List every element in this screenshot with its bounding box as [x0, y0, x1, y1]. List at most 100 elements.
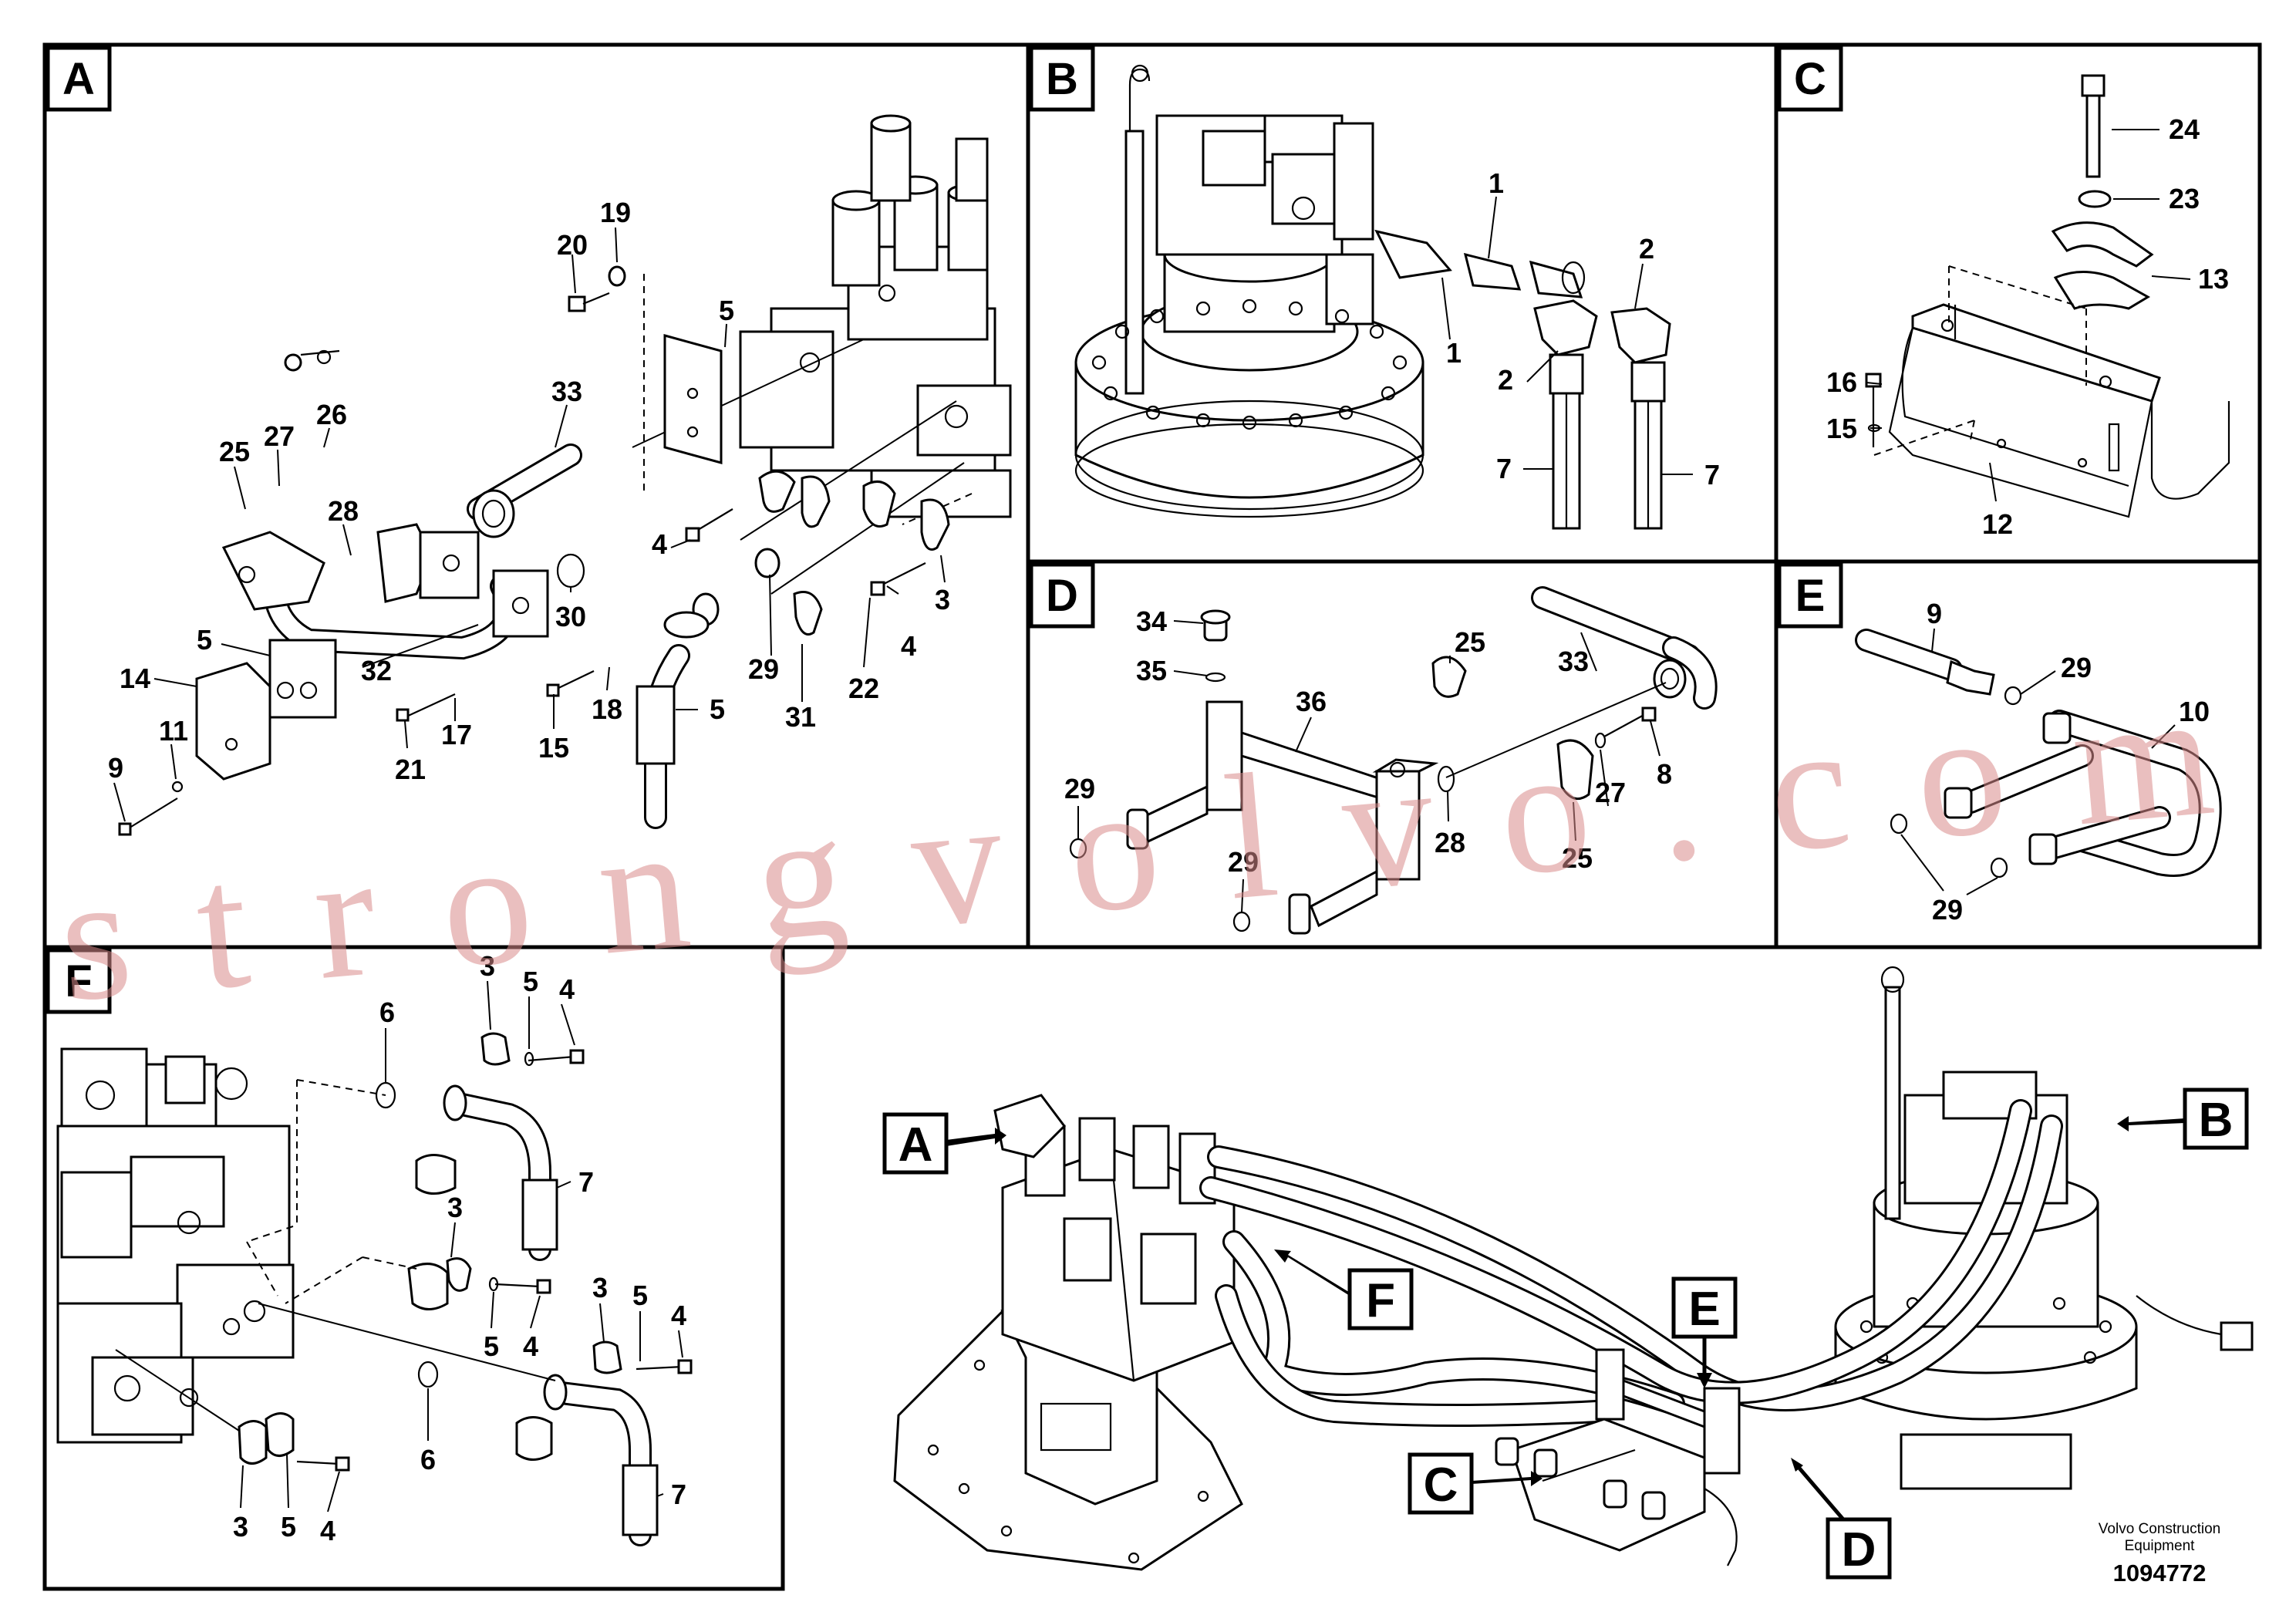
callout: 33	[1558, 646, 1589, 677]
callout: 20	[557, 229, 588, 261]
callout: 3	[935, 584, 950, 615]
panel-c-letter: C	[1794, 54, 1826, 104]
overview-label-c: C	[1424, 1458, 1458, 1512]
callout: 28	[1435, 827, 1465, 858]
panel-a-leaders	[113, 227, 946, 822]
callout: 19	[600, 197, 631, 228]
watermark-text: strongvolvo.com	[52, 654, 2220, 1040]
panel-c: C	[1777, 46, 2230, 540]
overview-label-a-box	[882, 1112, 949, 1175]
callout: 5	[197, 624, 212, 656]
callout: 33	[551, 376, 582, 407]
callout: 24	[2169, 113, 2200, 145]
panel-a-callouts: 19 20 5 33 26 25 27 28 4 3 30 32 29 31 5…	[108, 197, 950, 785]
callout: 16	[1826, 366, 1857, 398]
overview-label-a: A	[899, 1118, 933, 1172]
callout: 9	[1927, 598, 1942, 629]
callout: 5	[281, 1511, 296, 1543]
footer: Volvo Construction Equipment 1094772	[2099, 1521, 2220, 1587]
panel-a-letter: A	[62, 54, 95, 104]
callout: 29	[1932, 894, 1963, 926]
callout: 15	[538, 732, 569, 764]
overview-labels: A B F E C D	[899, 1094, 2234, 1576]
callout: 3	[233, 1511, 248, 1543]
overview-label-b: B	[2199, 1094, 2234, 1147]
overview-valve-drawing	[993, 1094, 1236, 1506]
callout: 21	[395, 754, 426, 785]
tube-f-drawing	[115, 1032, 693, 1546]
callout: 5	[632, 1280, 648, 1311]
callout: 29	[748, 653, 779, 685]
callout: 23	[2169, 183, 2200, 214]
callout: 29	[1064, 773, 1095, 804]
callout: 14	[120, 663, 150, 694]
callout: 7	[671, 1479, 686, 1510]
callout: 36	[1296, 686, 1327, 717]
panel-a-tag	[46, 46, 112, 112]
callout: 1	[1489, 167, 1504, 199]
panel-f-frame	[42, 945, 785, 1591]
callout: 10	[2179, 696, 2210, 727]
callout: 4	[320, 1515, 335, 1546]
bracket-drawing	[1865, 74, 2230, 518]
callout: 4	[652, 528, 667, 560]
control-valve-drawing	[739, 114, 1012, 518]
callout: 8	[1657, 758, 1672, 790]
panel-e: E 9 29 10	[1777, 562, 2222, 926]
callout: 4	[901, 630, 916, 662]
callout: 12	[1982, 508, 2013, 540]
callout: 3	[447, 1192, 463, 1223]
footer-brand-line2: Equipment	[2125, 1538, 2196, 1554]
callout: 7	[578, 1166, 594, 1198]
callout: 29	[1228, 846, 1259, 878]
overview-manifold-drawing	[1495, 1348, 1741, 1566]
callout: 27	[1595, 777, 1626, 808]
callout: 9	[108, 752, 123, 784]
callout: 4	[671, 1300, 686, 1331]
callout: 6	[420, 1444, 436, 1475]
overview-label-d: D	[1842, 1523, 1876, 1576]
panel-f-callouts: 3 5 4 6 7 3 3 5 4 5 4 6 7 3 5 4	[233, 950, 686, 1546]
swing-motor-drawing	[1074, 64, 1424, 518]
callout: 32	[361, 655, 392, 686]
panel-d: D	[1029, 562, 1718, 935]
panel-d-letter: D	[1046, 571, 1078, 621]
panel-b-tag	[1029, 46, 1095, 112]
panel-e-tag	[1777, 562, 1843, 629]
panel-c-tag	[1777, 46, 1843, 112]
callout: 27	[264, 420, 295, 452]
panel-f-leaders	[240, 980, 683, 1512]
overview-label-f: F	[1366, 1274, 1395, 1327]
overview-motor-drawing	[1834, 966, 2254, 1490]
callout: 26	[316, 399, 347, 430]
callout: 15	[1826, 413, 1857, 444]
callout: 4	[523, 1330, 538, 1362]
callout: 28	[328, 495, 359, 527]
panel-f-tag	[46, 948, 112, 1014]
overview-label-e: E	[1688, 1283, 1720, 1336]
callout: 25	[219, 436, 250, 467]
panel-b-callouts: 1 2 1 2 7 7	[1446, 167, 1720, 491]
panel-d-leaders	[1077, 620, 1660, 913]
callout: 34	[1136, 605, 1167, 637]
overview-label-e-box	[1671, 1276, 1738, 1339]
callout: 35	[1136, 655, 1167, 686]
panel-d-callouts: 34 35 36 25 33 29 8 27 28 29 25	[1064, 605, 1672, 878]
overview-label-f-box	[1347, 1268, 1414, 1330]
callout: 25	[1562, 842, 1593, 874]
overview-label-c-box	[1408, 1452, 1474, 1515]
callout: 30	[555, 601, 586, 632]
panel-d-tag	[1029, 562, 1095, 629]
callout: 7	[1704, 459, 1720, 491]
overview-pointers	[882, 1088, 2249, 1580]
panel-e-callouts: 9 29 10 29	[1927, 598, 2210, 926]
panel-f: F	[46, 948, 693, 1546]
callout: 22	[848, 673, 879, 704]
control-valve-f-drawing	[56, 1047, 295, 1444]
callout: 2	[1639, 233, 1654, 265]
overview: A B F E C D Volvo Construction Equipment…	[882, 966, 2254, 1587]
panel-a: A	[46, 46, 1012, 836]
overview-label-d-box	[1826, 1517, 1892, 1580]
fittings-drawing	[1374, 229, 1671, 530]
callout: 25	[1455, 626, 1485, 658]
